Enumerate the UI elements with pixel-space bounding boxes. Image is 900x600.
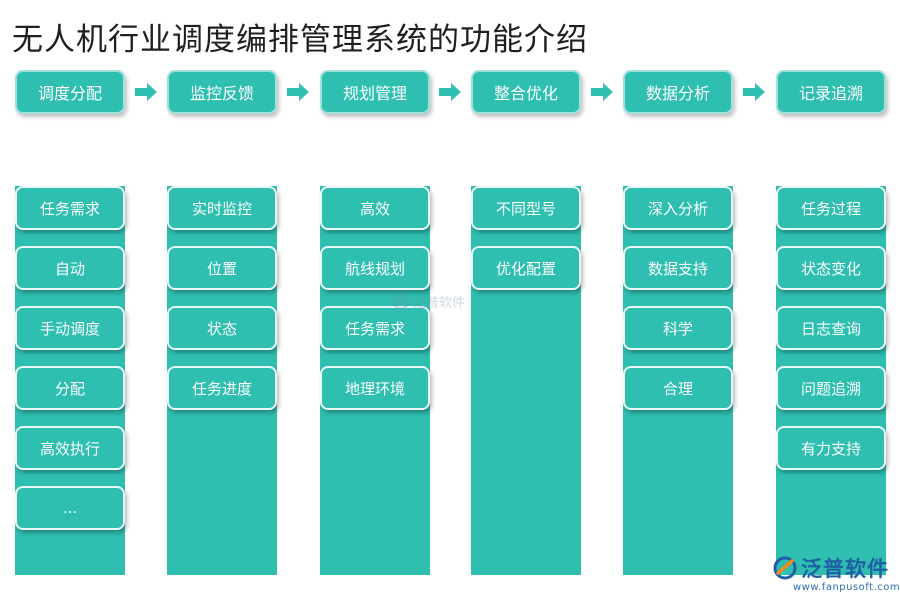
arrow-right-icon: [135, 83, 157, 101]
list-item: 分配: [15, 366, 125, 410]
list-item: 不同型号: [471, 186, 581, 230]
list-item: 任务进度: [167, 366, 277, 410]
list-item: ...: [15, 486, 125, 530]
header-traceability: 记录追溯: [776, 70, 886, 114]
header-dispatch: 调度分配: [15, 70, 125, 114]
header-integration: 整合优化: [471, 70, 581, 114]
list-item: 数据支持: [623, 246, 733, 290]
column-monitor: 实时监控 位置 状态 任务进度: [167, 186, 277, 575]
column-traceability: 任务过程 状态变化 日志查询 问题追溯 有力支持: [776, 186, 886, 575]
watermark: 泛普软件: [393, 292, 465, 311]
column-integration: 不同型号 优化配置: [471, 186, 581, 575]
watermark-text: 泛普软件: [413, 296, 466, 311]
list-item: 任务需求: [320, 306, 430, 350]
list-item: 地理环境: [320, 366, 430, 410]
arrow-right-icon: [591, 83, 613, 101]
list-item: 高效: [320, 186, 430, 230]
list-item: 合理: [623, 366, 733, 410]
column-planning: 高效 航线规划 任务需求 地理环境: [320, 186, 430, 575]
list-item: 高效执行: [15, 426, 125, 470]
list-item: 任务过程: [776, 186, 886, 230]
list-item: 实时监控: [167, 186, 277, 230]
header-planning: 规划管理: [320, 70, 430, 114]
list-item: 手动调度: [15, 306, 125, 350]
page-title: 无人机行业调度编排管理系统的功能介绍: [12, 22, 588, 58]
list-item: 航线规划: [320, 246, 430, 290]
fanpu-watermark-icon: [393, 293, 409, 310]
header-monitor: 监控反馈: [167, 70, 277, 114]
list-item: 优化配置: [471, 246, 581, 290]
arrow-right-icon: [287, 83, 309, 101]
brand-logo: 泛普软件: [773, 553, 889, 583]
list-item: 状态变化: [776, 246, 886, 290]
column-dispatch: 任务需求 自动 手动调度 分配 高效执行 ...: [15, 186, 125, 575]
list-item: 任务需求: [15, 186, 125, 230]
logo-text: 泛普软件: [801, 557, 889, 581]
list-item: 科学: [623, 306, 733, 350]
column-analysis: 深入分析 数据支持 科学 合理: [623, 186, 733, 575]
arrow-right-icon: [743, 83, 765, 101]
list-item: 深入分析: [623, 186, 733, 230]
logo-url: www.fanpusoft.com: [793, 582, 900, 593]
list-item: 自动: [15, 246, 125, 290]
list-item: 日志查询: [776, 306, 886, 350]
fanpu-logo-icon: [773, 556, 797, 580]
list-item: 位置: [167, 246, 277, 290]
list-item: 问题追溯: [776, 366, 886, 410]
arrow-right-icon: [439, 83, 461, 101]
list-item: 状态: [167, 306, 277, 350]
list-item: 有力支持: [776, 426, 886, 470]
header-analysis: 数据分析: [623, 70, 733, 114]
